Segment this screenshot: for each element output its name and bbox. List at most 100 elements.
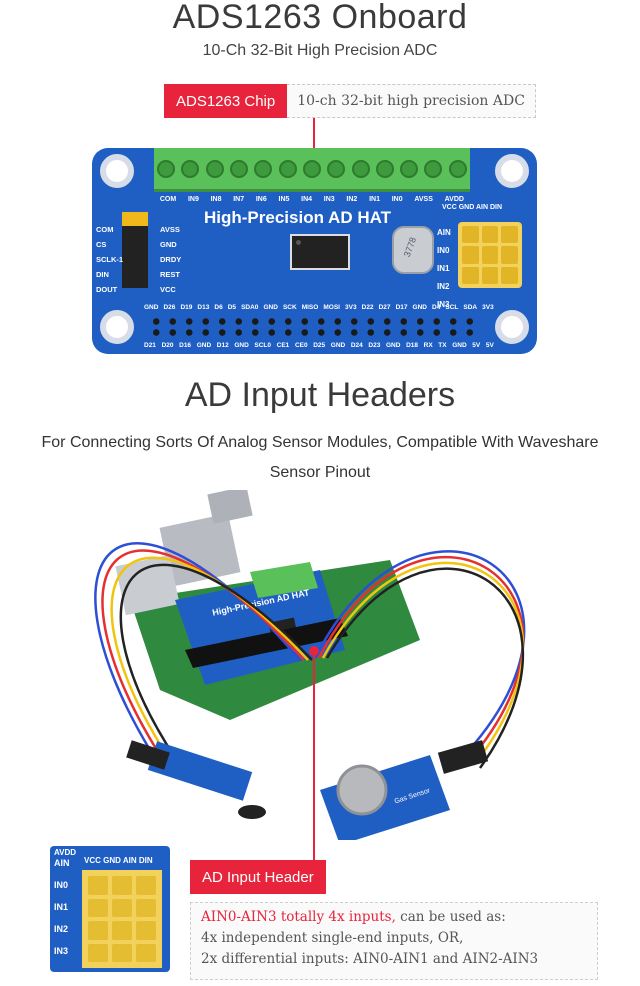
gpio-top-label-13: D27 bbox=[378, 304, 391, 311]
right-pin-label-3: REST bbox=[160, 270, 181, 279]
flame-sensor bbox=[126, 740, 266, 819]
gpio-header bbox=[148, 316, 478, 338]
header-callout-tag: AD Input Header bbox=[190, 860, 326, 894]
ain-row-label-4: IN3 bbox=[437, 300, 450, 309]
header-column-labels: VCC GND AIN DIN bbox=[84, 856, 153, 865]
ain-row-label-2: IN1 bbox=[437, 264, 450, 273]
terminal-label-1: IN9 bbox=[187, 196, 199, 203]
gpio-top-label-19: 3V3 bbox=[482, 304, 494, 311]
setup-photo: High-Precision AD HAT Gas Sensor bbox=[94, 490, 526, 840]
gpio-bottom-label-18: 5V bbox=[472, 342, 481, 349]
left-pin-label-2: SCLK-1 bbox=[96, 255, 124, 264]
left-pin-label-4: DOUT bbox=[96, 285, 118, 294]
board-name: High-Precision AD HAT bbox=[204, 208, 392, 227]
gpio-top-label-4: D6 bbox=[214, 304, 223, 311]
gpio-bottom-label-16: TX bbox=[438, 342, 447, 349]
ain-row-label-0: AIN bbox=[437, 228, 451, 237]
gas-sensor: Gas Sensor bbox=[320, 740, 489, 840]
ads1263-chip bbox=[290, 234, 350, 270]
chip-callout-tag: ADS1263 Chip bbox=[164, 84, 288, 118]
ain-row-label-1: IN0 bbox=[437, 246, 450, 255]
gpio-bottom-label-2: D16 bbox=[179, 342, 192, 349]
gpio-top-label-8: SCK bbox=[282, 304, 297, 311]
differential-text: 2x differential inputs: AIN0-AIN1 and AI… bbox=[201, 951, 539, 967]
terminal-label-0: COM bbox=[159, 196, 177, 203]
gpio-top-label-2: D19 bbox=[180, 304, 193, 311]
gpio-top-label-17: SCL bbox=[445, 304, 459, 311]
gpio-bottom-label-14: D18 bbox=[406, 342, 418, 349]
ad-hat-mounted: High-Precision AD HAT bbox=[175, 562, 348, 685]
gpio-bottom-label-15: RX bbox=[423, 342, 433, 349]
gpio-bottom-label-12: D23 bbox=[368, 342, 381, 349]
gpio-bottom-label-7: CE1 bbox=[276, 342, 290, 349]
section-subtitle-onboard: 10-Ch 32-Bit High Precision ADC bbox=[202, 42, 438, 59]
gpio-top-label-16: D4 bbox=[432, 304, 441, 311]
header-row-label-3: IN2 bbox=[54, 924, 69, 934]
gpio-bottom-label-13: GND bbox=[385, 342, 401, 349]
gpio-bottom-label-4: D12 bbox=[216, 342, 229, 349]
chip-callout-text: 10-ch 32-bit high precision ADC bbox=[287, 84, 536, 118]
terminal-label-12: AVDD bbox=[444, 196, 464, 203]
crystal-text: 3778 bbox=[401, 235, 419, 259]
section-title-headers: AD Input Headers bbox=[184, 376, 456, 414]
right-pin-label-4: VCC bbox=[160, 285, 176, 294]
header-lead-dot bbox=[309, 646, 319, 656]
gpio-top-label-15: GND bbox=[412, 304, 427, 311]
gpio-bottom-label-5: GND bbox=[234, 342, 249, 349]
ain-column-labels: VCC GND AIN DIN bbox=[442, 204, 503, 211]
gpio-bottom-label-8: CE0 bbox=[294, 342, 308, 349]
ain-row-label-3: IN2 bbox=[437, 282, 450, 291]
terminal-label-6: IN4 bbox=[301, 196, 313, 203]
chip-callout: ADS1263 Chip 10-ch 32-bit high precision… bbox=[164, 84, 536, 118]
sensor-cables bbox=[94, 542, 526, 769]
gpio-top-label-18: SDA bbox=[463, 304, 478, 311]
left-pin-label-1: CS bbox=[96, 240, 107, 249]
jumper-cap bbox=[122, 212, 148, 226]
mount-hole-tl bbox=[100, 154, 134, 188]
header-pins-grid bbox=[82, 870, 162, 968]
gpio-top-label-0: GND bbox=[144, 304, 159, 311]
terminal-label-11: AVSS bbox=[414, 196, 433, 203]
mount-hole-tr bbox=[495, 154, 529, 188]
gpio-top-label-3: D13 bbox=[197, 304, 210, 311]
inputs-highlight: AIN0-AIN3 totally 4x inputs, bbox=[201, 909, 396, 925]
terminal-label-10: IN0 bbox=[391, 196, 403, 203]
gpio-top-label-1: D26 bbox=[163, 304, 176, 311]
terminal-label-5: IN5 bbox=[278, 196, 290, 203]
header-callout-description: AIN0-AIN3 totally 4x inputs, can be used… bbox=[190, 902, 598, 980]
single-end-text: 4x independent single-end inputs, OR, bbox=[201, 930, 464, 946]
gpio-bottom-label-6: SCL0 bbox=[254, 342, 272, 349]
terminal-label-3: IN7 bbox=[233, 196, 245, 203]
gpio-bottom-label-19: 5V bbox=[485, 342, 494, 349]
left-pin-label-3: DIN bbox=[96, 270, 109, 279]
screw-terminal-block bbox=[154, 148, 470, 192]
header-row-label-4: IN3 bbox=[54, 946, 69, 956]
gpio-bottom-label-11: D24 bbox=[350, 342, 363, 349]
gpio-top-label-5: D5 bbox=[227, 304, 237, 311]
gpio-bottom-label-9: D25 bbox=[313, 342, 326, 349]
section-subtitle-headers: For Connecting Sorts Of Analog Sensor Mo… bbox=[41, 434, 599, 481]
right-pin-label-2: DRDY bbox=[160, 255, 182, 264]
terminal-label-8: IN2 bbox=[346, 196, 358, 203]
header-callout: AD Input Header bbox=[190, 860, 326, 894]
gpio-top-label-10: MOSI bbox=[323, 304, 340, 311]
header-row-label-2: IN1 bbox=[54, 902, 69, 912]
gpio-top-label-9: MISO bbox=[301, 304, 319, 311]
header-lead-line bbox=[313, 650, 315, 863]
terminal-label-2: IN8 bbox=[210, 196, 222, 203]
left-pin-label-0: COM bbox=[96, 225, 114, 234]
gpio-top-label-12: D22 bbox=[361, 304, 374, 311]
header-row-label-0: AIN bbox=[54, 858, 70, 868]
gpio-bottom-label-10: GND bbox=[330, 342, 346, 349]
crystal-oscillator: 3778 bbox=[392, 226, 434, 274]
gpio-bottom-label-0: D21 bbox=[144, 342, 156, 349]
gpio-top-label-14: D17 bbox=[395, 304, 408, 311]
terminal-label-4: IN6 bbox=[255, 196, 267, 203]
